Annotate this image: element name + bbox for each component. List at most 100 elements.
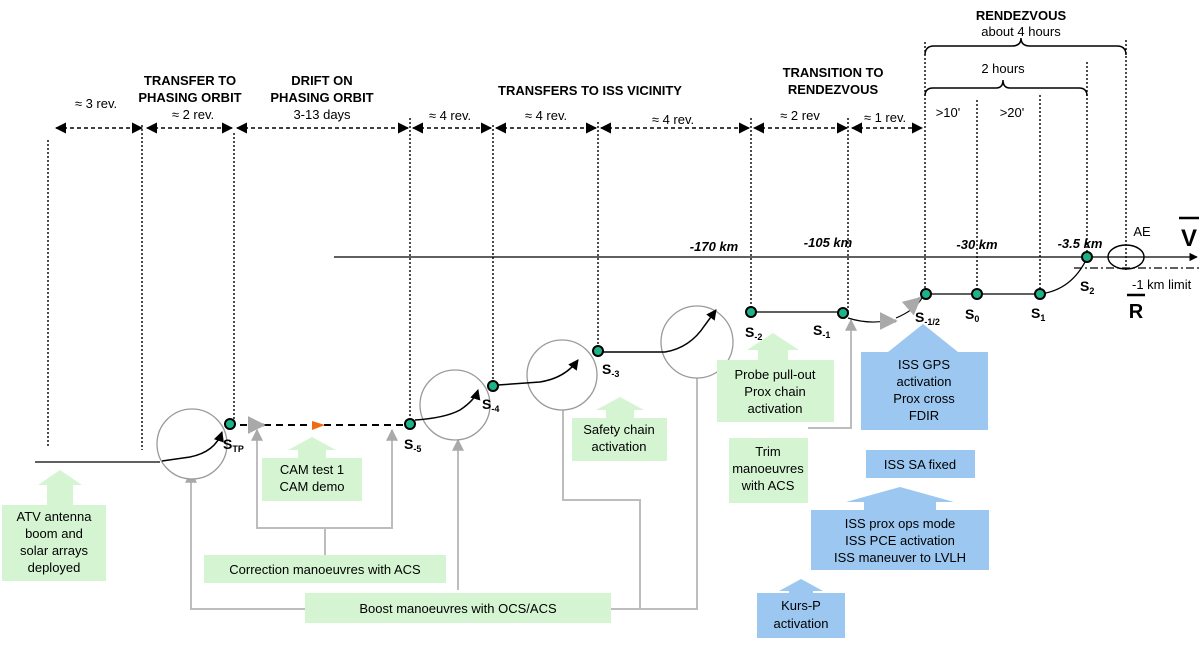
label-s-1: S-1 — [813, 322, 830, 340]
transfer-rev-label: ≈ 2 rev. — [172, 107, 214, 122]
approach-ellipsoid — [1107, 244, 1145, 270]
blue-annotation-boxes: ISS GPS activation Prox cross FDIR ISS S… — [757, 324, 989, 638]
prox-ops-box — [811, 510, 989, 570]
label-s1: S1 — [1031, 305, 1045, 323]
km105-label: -105 km — [804, 235, 853, 250]
point-s1 — [1034, 288, 1046, 300]
twenty-min-label: >20' — [1000, 105, 1025, 120]
svg-text:Safety chain: Safety chain — [583, 422, 655, 437]
transfer-title-line1: TRANSFER TO — [144, 73, 236, 88]
svg-text:ISS prox ops mode: ISS prox ops mode — [845, 516, 956, 531]
point-s-tp — [224, 418, 236, 430]
drift-title-line2: PHASING ORBIT — [270, 90, 373, 105]
svg-text:manoeuvres: manoeuvres — [732, 461, 804, 476]
phase-headers: ≈ 3 rev. TRANSFER TO PHASING ORBIT ≈ 2 r… — [75, 8, 1067, 127]
trim-box — [729, 438, 808, 503]
transition-rev-label: ≈ 2 rev — [780, 108, 820, 123]
svg-text:deployed: deployed — [28, 560, 81, 575]
prox-ops-arrow — [846, 487, 954, 510]
svg-text:CAM demo: CAM demo — [279, 479, 344, 494]
svg-text:Trim: Trim — [755, 444, 781, 459]
label-s-half: S-1/2 — [915, 309, 940, 327]
rendezvous-bracket — [924, 37, 1127, 56]
green-annotation-boxes: ATV antenna boom and solar arrays deploy… — [2, 333, 834, 623]
svg-text:activation: activation — [897, 374, 952, 389]
svg-text:ISS maneuver to LVLH: ISS maneuver to LVLH — [834, 550, 966, 565]
point-s-2 — [745, 306, 757, 318]
label-s-3: S-3 — [602, 361, 619, 379]
safety-box — [572, 418, 667, 461]
orbit-transfer — [156, 408, 228, 480]
two-hours-bracket — [924, 79, 1088, 97]
trajectory — [35, 257, 1088, 480]
svg-text:Boost manoeuvres with OCS/ACS: Boost manoeuvres with OCS/ACS — [359, 601, 557, 616]
transition-rev2-label: ≈ 1 rev. — [864, 110, 906, 125]
transfer-title-line2: PHASING ORBIT — [138, 90, 241, 105]
ae-label: AE — [1133, 224, 1151, 239]
svg-text:FDIR: FDIR — [909, 408, 939, 423]
pre-rev-label: ≈ 3 rev. — [75, 96, 117, 111]
gps-arrow — [888, 324, 958, 352]
svg-text:solar arrays: solar arrays — [20, 543, 88, 558]
svg-text:Prox chain: Prox chain — [744, 384, 805, 399]
ten-min-label: >10' — [936, 105, 961, 120]
gps-box — [861, 352, 988, 430]
point-s-half — [920, 288, 932, 300]
drift-title-line1: DRIFT ON — [291, 73, 352, 88]
svg-text:activation: activation — [748, 401, 803, 416]
cam-marker — [312, 421, 325, 430]
two-hours-label: 2 hours — [981, 61, 1025, 76]
phase-dividers — [47, 40, 1127, 450]
safety-arrow — [596, 397, 644, 418]
r-bar-label: R — [1129, 301, 1144, 323]
point-s-1 — [837, 307, 849, 319]
svg-text:CAM test 1: CAM test 1 — [280, 462, 344, 477]
sa-fixed-box — [866, 450, 975, 478]
duration-brackets — [924, 37, 1127, 97]
transition-title-line1: TRANSITION TO — [783, 65, 884, 80]
cam-box — [262, 458, 362, 501]
svg-text:activation: activation — [592, 439, 647, 454]
svg-text:ISS SA fixed: ISS SA fixed — [884, 457, 956, 472]
drift-days-label: 3-13 days — [293, 107, 351, 122]
km30-label: -30 km — [956, 237, 998, 252]
svg-text:ISS GPS: ISS GPS — [898, 357, 950, 372]
kurs-arrow — [779, 579, 823, 593]
label-s0: S0 — [965, 306, 979, 324]
point-s-5 — [404, 418, 416, 430]
point-s-4 — [487, 380, 499, 392]
transition-title-line2: RENDEZVOUS — [788, 82, 879, 97]
station-points — [224, 251, 1093, 430]
label-s-5: S-5 — [404, 436, 421, 454]
iss-rev1-label: ≈ 4 rev. — [429, 108, 471, 123]
orbit-1 — [419, 369, 491, 441]
svg-text:ISS PCE activation: ISS PCE activation — [845, 533, 955, 548]
svg-text:boom and: boom and — [25, 526, 83, 541]
station-labels: STP S-5 S-4 S-3 S-2 S-1 S-1/2 S0 S1 S2 — [223, 278, 1094, 454]
feedback-lines — [185, 318, 857, 610]
kurs-box — [757, 593, 845, 638]
orbit-3 — [660, 305, 734, 379]
boost-box — [305, 593, 611, 623]
v-bar-axis: -170 km -105 km -30 km -3.5 km AE -1 km … — [334, 216, 1202, 323]
limit-label: -1 km limit — [1132, 277, 1192, 292]
atv-box — [2, 505, 106, 581]
svg-text:ATV antenna: ATV antenna — [17, 509, 93, 524]
point-s2 — [1081, 251, 1093, 263]
svg-text:Prox cross: Prox cross — [893, 391, 955, 406]
label-s-2: S-2 — [745, 324, 762, 342]
point-s0 — [971, 288, 983, 300]
rendezvous-duration: about 4 hours — [981, 24, 1061, 39]
svg-text:Kurs-P: Kurs-P — [781, 598, 821, 613]
atv-arrow — [38, 470, 82, 505]
iss-vicinity-title: TRANSFERS TO ISS VICINITY — [498, 83, 682, 98]
svg-text:Probe pull-out: Probe pull-out — [735, 367, 816, 382]
cam-arrow — [288, 437, 336, 458]
label-s-4: S-4 — [482, 396, 499, 414]
label-s-tp: STP — [223, 436, 244, 454]
km170-label: -170 km — [690, 239, 739, 254]
probe-box — [717, 360, 834, 422]
correction-box — [204, 555, 446, 583]
